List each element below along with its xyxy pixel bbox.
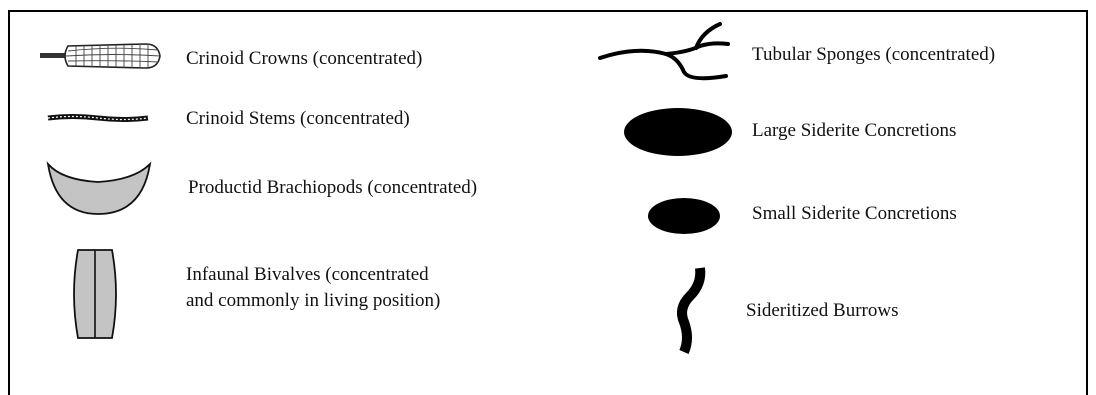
small-siderite-concretion-icon — [646, 196, 722, 236]
crinoid-crown-icon — [38, 36, 162, 76]
infaunal-bivalves-label-line2: and commonly in living position) — [186, 288, 440, 314]
infaunal-bivalve-icon — [70, 248, 120, 340]
sideritized-burrows-label: Sideritized Burrows — [746, 298, 899, 324]
sideritized-burrow-icon — [670, 262, 710, 358]
small-siderite-concretions-label: Small Siderite Concretions — [752, 201, 957, 227]
crinoid-stems-label: Crinoid Stems (concentrated) — [186, 106, 410, 132]
tubular-sponges-label: Tubular Sponges (concentrated) — [752, 42, 995, 68]
crinoid-stem-icon — [46, 110, 150, 126]
crinoid-crowns-label: Crinoid Crowns (concentrated) — [186, 46, 422, 72]
infaunal-bivalves-label-line1: Infaunal Bivalves (concentrated — [186, 262, 429, 288]
large-siderite-concretion-icon — [622, 106, 734, 158]
productid-brachiopods-label: Productid Brachiopods (concentrated) — [188, 175, 477, 201]
tubular-sponge-icon — [596, 20, 732, 84]
productid-brachiopod-icon — [46, 160, 152, 216]
large-siderite-concretions-label: Large Siderite Concretions — [752, 118, 956, 144]
